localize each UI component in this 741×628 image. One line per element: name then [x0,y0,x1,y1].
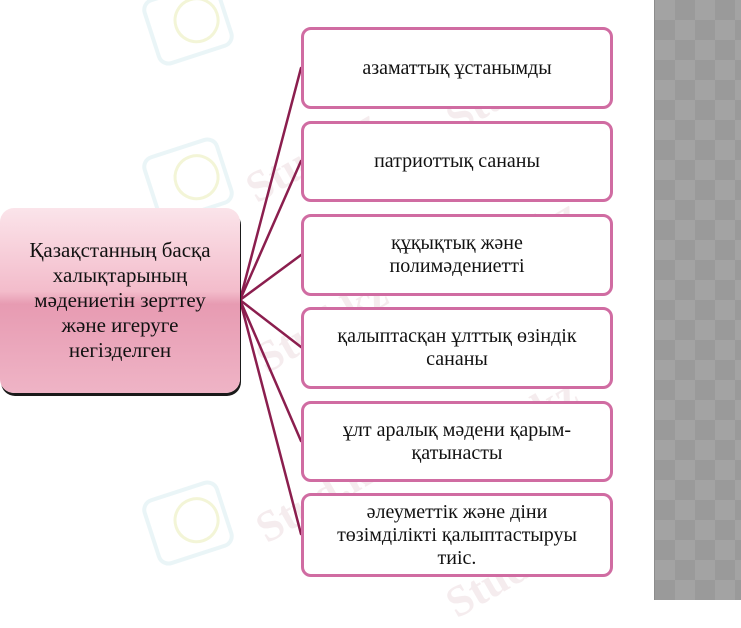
connector-lines [238,66,303,536]
branch-node-label: қалыптасқан ұлттық өзіндік сананы [337,325,577,370]
connector-line [238,298,303,349]
connector-line [238,66,303,302]
branch-node-label: азаматтық ұстанымды [362,56,552,79]
branch-node-label: патриоттық сананы [374,150,540,172]
branch-node: азаматтық ұстанымды [301,27,613,109]
root-node-label: Қазақстанның басқа халықтарының мәдениет… [29,238,211,362]
decorative-side-panel [654,0,741,600]
branch-node: патриоттық сананы [301,121,613,202]
branch-node: қалыптасқан ұлттық өзіндік сананы [301,307,613,389]
branch-node-label: ұлт аралық мәдени қарым- қатынасты [342,418,572,464]
connector-line [238,253,303,302]
branch-node-label: әлеуметтік және діни төзімділікті қалыпт… [337,500,577,569]
connector-line [238,298,303,443]
connector-line [238,298,303,536]
branch-node-label: құқықтық және полимәдениетті [389,232,525,277]
root-node: Қазақстанның басқа халықтарының мәдениет… [0,208,240,393]
connector-line [238,159,303,302]
branch-node: құқықтық және полимәдениетті [301,214,613,296]
slide-canvas: Stud.kz Stud.kz Stud.kz Stud.kz Stud.kz … [0,0,654,600]
branch-node: ұлт аралық мәдени қарым- қатынасты [301,401,613,482]
branch-node: әлеуметтік және діни төзімділікті қалыпт… [301,493,613,577]
